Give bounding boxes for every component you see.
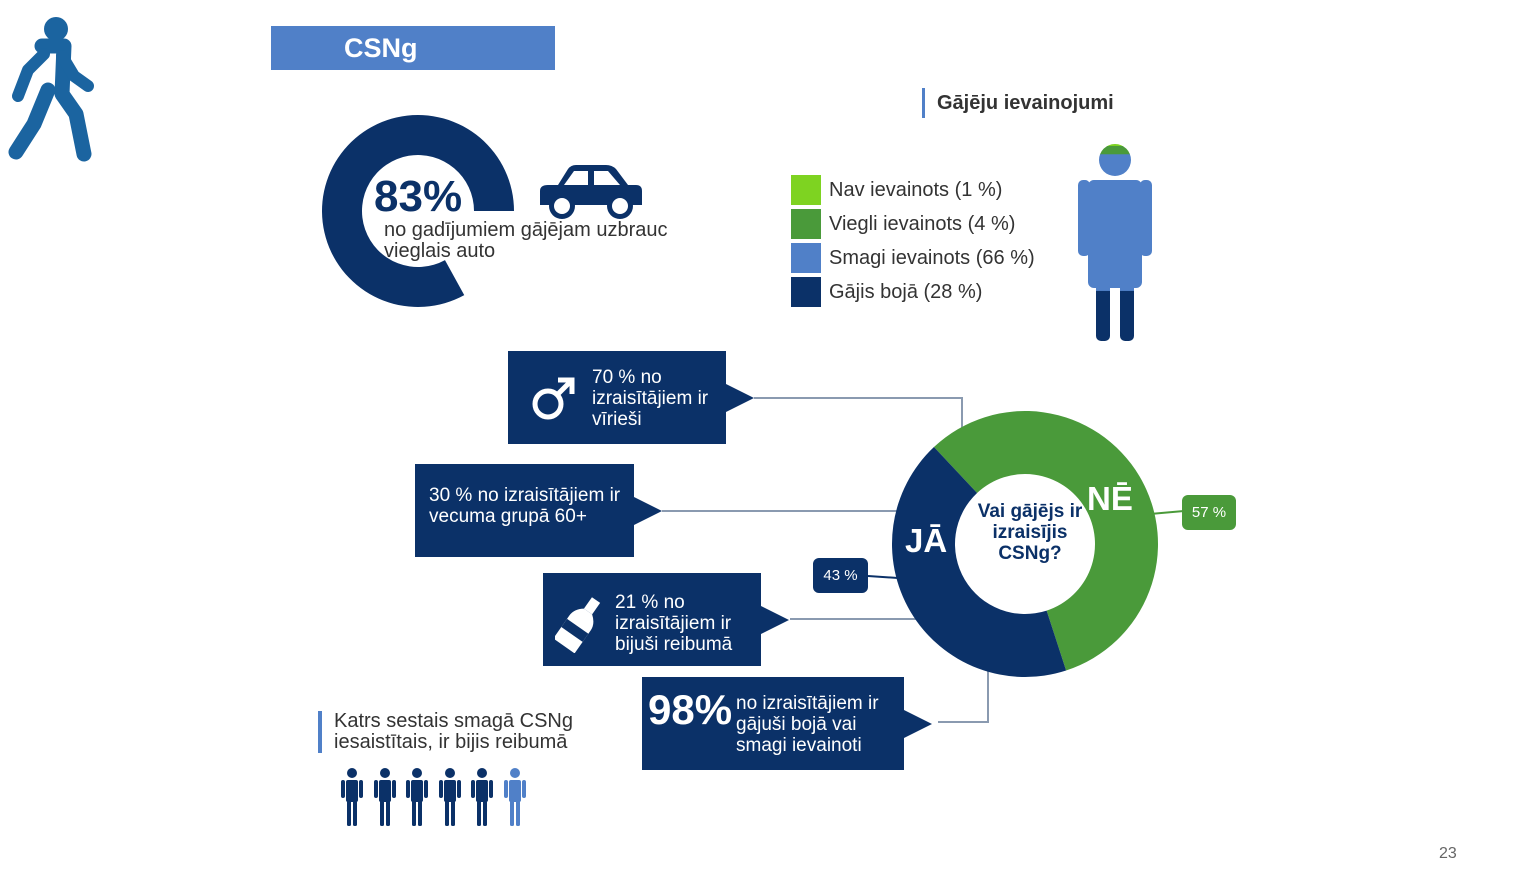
legend-label: Viegli ievainots (4 %): [829, 212, 1016, 235]
legend-item: Smagi ievainots (66 %): [791, 243, 1035, 273]
ring-83-arc: [322, 115, 514, 307]
legend-item: Viegli ievainots (4 %): [791, 209, 1035, 239]
donut-chart: [892, 411, 1158, 677]
person-segment: [1078, 146, 1152, 155]
page-title: CSNg: [271, 26, 555, 70]
legend-label: Smagi ievainots (66 %): [829, 246, 1035, 269]
stat-83-caption: no gadījumiem gājējam uzbrauc vieglais a…: [384, 219, 668, 262]
callout-severe-value: 98%: [648, 686, 733, 733]
person-icon: [471, 768, 494, 826]
person-segment: [1078, 144, 1152, 147]
legend-label: Gājis bojā (28 %): [829, 280, 983, 303]
footnote: Katrs sestais smagā CSNg iesaistītais, i…: [318, 711, 624, 753]
stat-83-value: 83%: [374, 172, 463, 221]
page-number: 23: [1439, 845, 1457, 862]
injuries-title: Gājēju ievainojumi: [922, 88, 1114, 118]
donut-segment-no: [933, 411, 1158, 671]
legend-item: Gājis bojā (28 %): [791, 277, 1035, 307]
people-row: [340, 768, 540, 828]
donut-no-tag: 57 %: [1182, 495, 1236, 530]
legend-swatch: [791, 277, 821, 307]
male-symbol-icon: [532, 377, 575, 420]
callout-arrow: [634, 496, 662, 525]
car-icon: [540, 165, 642, 219]
callout-male: 70 % no izraisītājiem ir vīrieši: [508, 351, 754, 444]
callout-arrow: [761, 605, 789, 634]
pedestrian-icon: [8, 17, 94, 162]
callout-severe-text: no izraisītājiem ir gājuši bojā vai smag…: [736, 693, 879, 756]
person-icon: [438, 768, 461, 826]
person-icon: [504, 768, 526, 826]
callout-alcohol: 21 % no izraisītājiem ir bijuši reibumā: [543, 573, 789, 666]
person-icon: [373, 768, 396, 826]
callout-arrow: [904, 709, 932, 738]
legend-label: Nav ievainots (1 %): [829, 178, 1003, 201]
bottle-icon: [555, 597, 601, 653]
donut-yes-label: JĀ: [905, 522, 948, 559]
callout-arrow: [726, 383, 754, 412]
callout-severe: 98% no izraisītājiem ir gājuši bojā vai …: [642, 677, 932, 770]
injuries-legend: Nav ievainots (1 %) Viegli ievainots (4 …: [791, 175, 1035, 307]
donut-yes-tag: 43 %: [813, 558, 868, 593]
callout-male-text: 70 % no izraisītājiem ir vīrieši: [592, 367, 709, 430]
legend-item: Nav ievainots (1 %): [791, 175, 1035, 205]
legend-swatch: [791, 175, 821, 205]
donut-83: [322, 115, 514, 307]
callout-age-text: 30 % no izraisītājiem ir vecuma grupā 60…: [429, 485, 621, 527]
person-icon: [341, 768, 363, 826]
donut-question: Vai gājējs ir izraisījis CSNg?: [977, 501, 1083, 564]
legend-swatch: [791, 209, 821, 239]
donut-segment-yes: [892, 447, 1067, 677]
donut-no-label: NĒ: [1087, 480, 1133, 517]
legend-swatch: [791, 243, 821, 273]
person-icon: [406, 768, 429, 826]
person-icon: [1078, 144, 1152, 341]
callout-age: 30 % no izraisītājiem ir vecuma grupā 60…: [415, 464, 662, 557]
callout-alcohol-text: 21 % no izraisītājiem ir bijuši reibumā: [615, 592, 733, 655]
